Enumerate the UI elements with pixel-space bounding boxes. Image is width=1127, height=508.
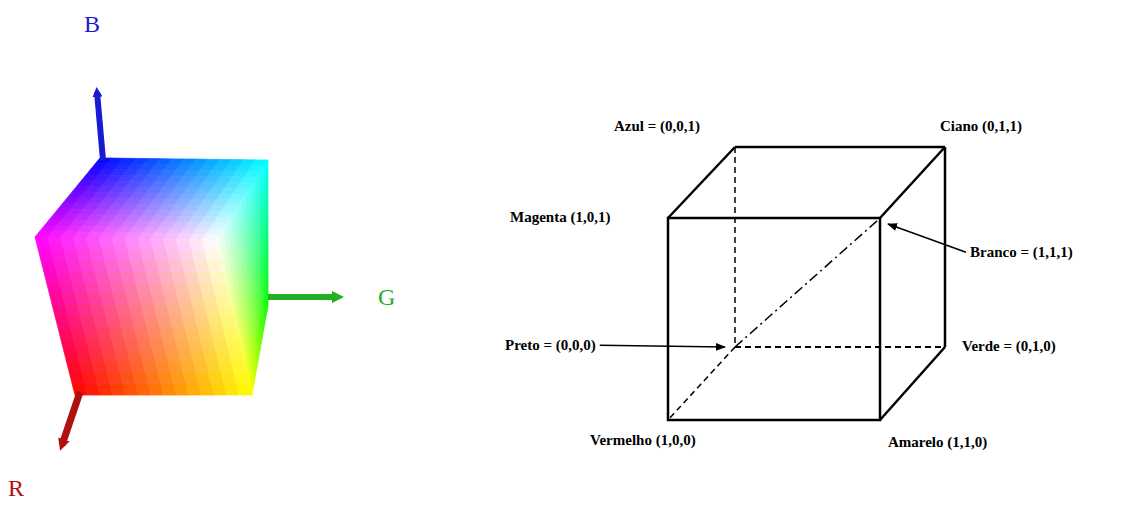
gray-diagonal xyxy=(735,220,878,347)
vertex-label: Ciano (0,1,1) xyxy=(940,118,1022,135)
cube-edge xyxy=(880,347,945,420)
r-axis-arrow xyxy=(62,392,80,445)
color-cube xyxy=(35,158,268,395)
axis-label: B xyxy=(84,12,100,36)
cube-shading xyxy=(267,295,268,312)
hidden-edge xyxy=(734,147,736,347)
g-axis-arrow xyxy=(268,294,338,300)
vertex-label: Azul = (0,0,1) xyxy=(614,118,700,135)
vertex-label: Verde = (0,1,0) xyxy=(962,338,1056,355)
wireframe-cube xyxy=(668,147,945,420)
vertex-label: Preto = (0,0,0) xyxy=(505,337,596,354)
cube-edge xyxy=(880,147,945,218)
vertex-label: Vermelho (1,0,0) xyxy=(590,432,696,449)
front-face xyxy=(668,218,880,420)
cube-edge xyxy=(668,147,735,218)
hidden-edge xyxy=(668,347,735,420)
vertex-label: Magenta (1,0,1) xyxy=(510,209,610,226)
axis-label: R xyxy=(8,476,24,500)
cube-edge xyxy=(735,146,945,149)
cube-edge xyxy=(944,147,947,347)
b-axis-arrow xyxy=(97,92,103,160)
axis-label: G xyxy=(378,285,395,309)
vertex-label: Amarelo (1,1,0) xyxy=(888,434,987,451)
leader-arrow xyxy=(600,345,725,347)
leader-arrow xyxy=(888,224,966,252)
hidden-edge xyxy=(735,346,945,348)
vertex-label: Branco = (1,1,1) xyxy=(970,244,1073,261)
